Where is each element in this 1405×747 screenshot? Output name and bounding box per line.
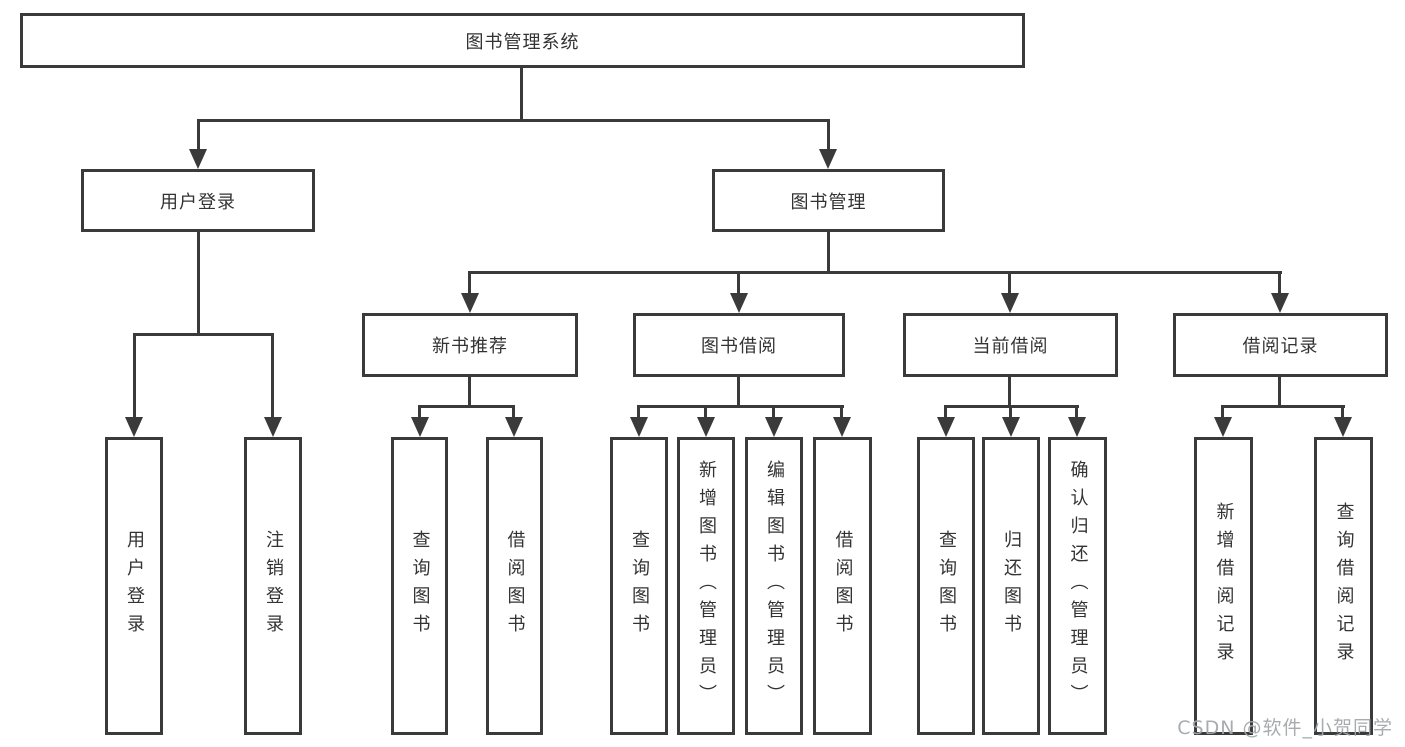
connector-arm-leaf-logout (271, 333, 274, 425)
leaf-borrow-books-label: 借阅图书 (832, 530, 854, 642)
leaf-query-borrow-record-label: 查询借阅记录 (1333, 502, 1355, 670)
connector-recommend-trunk (468, 377, 471, 408)
connector-user-login-bar (133, 333, 274, 336)
connector-book-borrow-bar (637, 405, 844, 408)
node-root-label: 图书管理系统 (465, 31, 580, 53)
arrowhead-bb-add (697, 417, 715, 437)
connector-arm-bb-borrow (840, 405, 843, 425)
leaf-recommend-borrow-books-label: 借阅图书 (504, 530, 526, 642)
arrowhead-book-management (819, 149, 837, 169)
leaf-logout-label: 注销登录 (263, 530, 284, 642)
leaf-edit-books-admin-label: 编辑图书（管理员） (764, 460, 785, 712)
arrowhead-recommend-query (411, 417, 429, 437)
leaf-borrow-query-books: 查询图书 (610, 437, 668, 735)
connector-arm-bb-add (704, 405, 707, 425)
node-book-borrow-label: 图书借阅 (701, 336, 777, 357)
leaf-recommend-query-books-label: 查询图书 (409, 530, 431, 642)
leaf-current-query-books: 查询图书 (917, 437, 975, 735)
arrowhead-borrow-records (1271, 293, 1289, 313)
leaf-user-login: 用户登录 (105, 437, 163, 735)
connector-book-management-bar (468, 271, 1282, 274)
arrowhead-cb-confirm (1068, 417, 1086, 437)
connector-arm-borrow-records (1278, 271, 1281, 301)
connector-root-arm-user-login (197, 119, 200, 157)
leaf-confirm-return-admin-label: 确认归还（管理员） (1067, 460, 1089, 712)
connector-arm-cb-return (1009, 405, 1012, 425)
connector-book-management-trunk (827, 232, 830, 274)
connector-root-trunk (520, 68, 523, 122)
connector-borrow-records-trunk (1278, 377, 1281, 408)
node-borrow-records-label: 借阅记录 (1242, 336, 1319, 357)
connector-current-borrow-trunk (1008, 377, 1011, 408)
leaf-add-borrow-record-label: 新增借阅记录 (1213, 502, 1235, 670)
node-book-borrow: 图书借阅 (633, 313, 845, 377)
leaf-edit-books-admin: 编辑图书（管理员） (745, 437, 803, 735)
connector-user-login-trunk (197, 232, 200, 336)
arrowhead-leaf-logout (264, 417, 282, 437)
leaf-return-books: 归还图书 (982, 437, 1040, 735)
connector-arm-cb-confirm (1075, 405, 1078, 425)
connector-arm-bb-query (637, 405, 640, 425)
arrowhead-recommend-borrow (505, 417, 523, 437)
node-user-login-label: 用户登录 (160, 191, 236, 213)
connector-root-arm-book-management (827, 119, 830, 157)
connector-arm-br-query (1341, 405, 1344, 425)
connector-arm-br-add (1221, 405, 1224, 425)
node-current-borrow: 当前借阅 (903, 313, 1118, 377)
connector-borrow-records-bar (1221, 405, 1345, 408)
node-new-book-recommend-label: 新书推荐 (432, 336, 508, 357)
connector-arm-new-book-recommend (468, 271, 471, 301)
csdn-watermark: CSDN @软件_小贺同学 (1177, 717, 1393, 739)
connector-book-borrow-trunk (737, 377, 740, 408)
leaf-recommend-borrow-books: 借阅图书 (486, 437, 543, 735)
node-book-management-label: 图书管理 (790, 191, 867, 213)
leaf-add-borrow-record: 新增借阅记录 (1194, 437, 1253, 735)
node-borrow-records: 借阅记录 (1173, 313, 1388, 377)
connector-arm-bb-edit (772, 405, 775, 425)
leaf-user-login-label: 用户登录 (124, 530, 145, 642)
connector-recommend-bar (418, 405, 515, 408)
connector-arm-current-borrow (1008, 271, 1011, 301)
arrowhead-bb-edit (765, 417, 783, 437)
leaf-current-query-books-label: 查询图书 (936, 530, 957, 642)
leaf-add-books-admin-label: 新增图书（管理员） (696, 460, 717, 712)
arrowhead-br-add (1214, 417, 1232, 437)
leaf-borrow-books: 借阅图书 (813, 437, 872, 735)
leaf-borrow-query-books-label: 查询图书 (629, 530, 650, 642)
node-new-book-recommend: 新书推荐 (362, 313, 578, 377)
leaf-return-books-label: 归还图书 (1001, 530, 1022, 642)
arrowhead-book-borrow (730, 293, 748, 313)
connector-arm-leaf-user-login (133, 333, 136, 425)
leaf-confirm-return-admin: 确认归还（管理员） (1048, 437, 1107, 735)
node-user-login: 用户登录 (81, 169, 315, 232)
arrowhead-cb-return (1002, 417, 1020, 437)
connector-arm-book-borrow (737, 271, 740, 301)
node-root: 图书管理系统 (20, 13, 1025, 68)
arrowhead-bb-borrow (833, 417, 851, 437)
arrowhead-current-borrow (1001, 293, 1019, 313)
connector-arm-recommend-borrow (512, 405, 515, 425)
leaf-recommend-query-books: 查询图书 (391, 437, 448, 735)
arrowhead-user-login (189, 149, 207, 169)
leaf-add-books-admin: 新增图书（管理员） (677, 437, 735, 735)
arrowhead-br-query (1334, 417, 1352, 437)
node-book-management: 图书管理 (712, 169, 945, 232)
connector-arm-cb-query (944, 405, 947, 425)
leaf-logout: 注销登录 (244, 437, 302, 735)
arrowhead-leaf-user-login (125, 417, 143, 437)
arrowhead-bb-query (630, 417, 648, 437)
arrowhead-new-book-recommend (461, 293, 479, 313)
connector-arm-recommend-query (418, 405, 421, 425)
arrowhead-cb-query (937, 417, 955, 437)
connector-root-bar (197, 119, 830, 122)
node-current-borrow-label: 当前借阅 (972, 336, 1049, 357)
leaf-query-borrow-record: 查询借阅记录 (1314, 437, 1373, 735)
